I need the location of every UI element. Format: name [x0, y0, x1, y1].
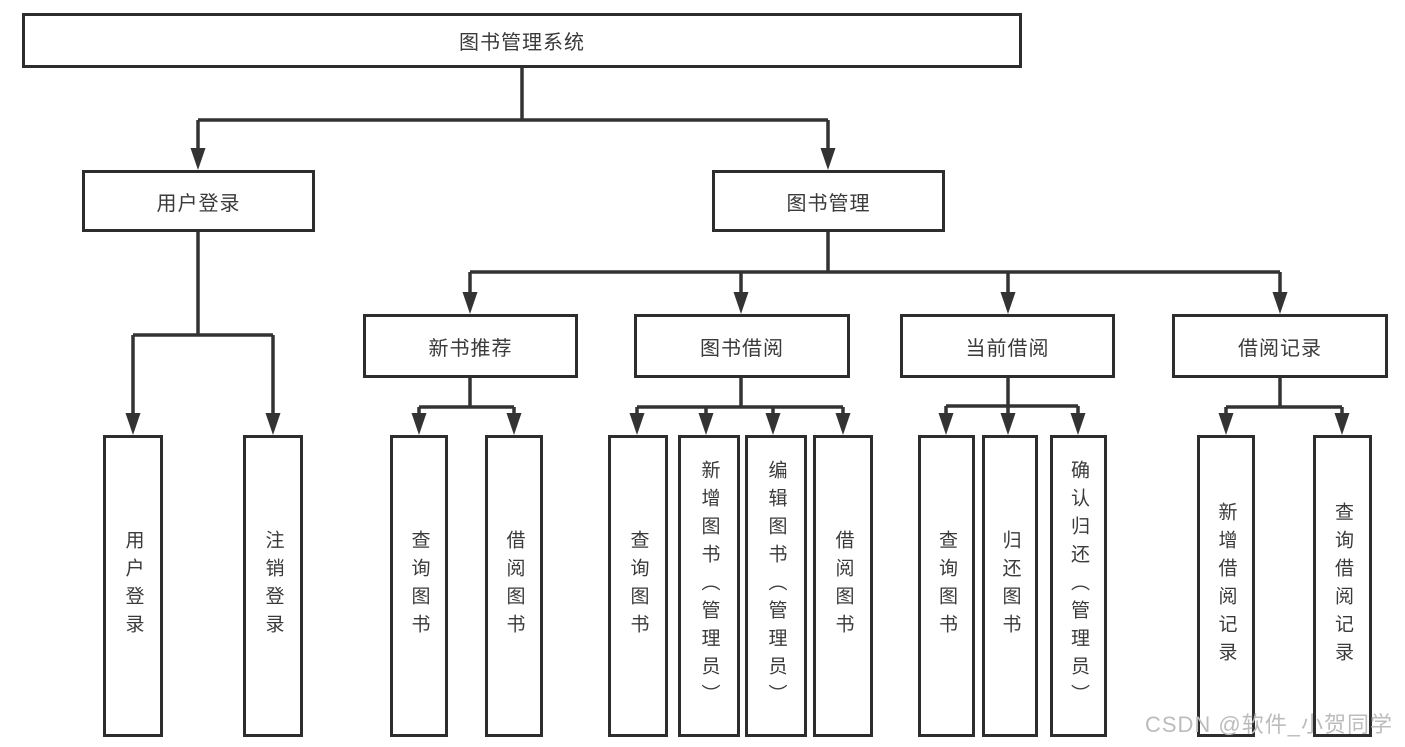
leaf-bb-borrow-books: 借阅图书 — [813, 435, 873, 737]
node-user-login: 用户登录 — [82, 170, 315, 232]
leaf-user-login: 用户登录 — [103, 435, 163, 737]
node-root-label: 图书管理系统 — [459, 32, 585, 54]
leaf-rec-query-books: 查询图书 — [390, 435, 448, 737]
leaf-br-query-record-label: 查询借阅记录 — [1332, 502, 1353, 670]
leaf-rec-query-books-label: 查询图书 — [408, 530, 430, 642]
node-current-borrowing: 当前借阅 — [900, 314, 1115, 378]
leaf-rec-borrow-books-label: 借阅图书 — [503, 530, 525, 642]
leaf-logout: 注销登录 — [243, 435, 303, 737]
leaf-br-add-record-label: 新增借阅记录 — [1215, 502, 1237, 670]
watermark: CSDN @软件_小贺同学 — [1144, 712, 1393, 737]
leaf-bb-add-books: 新增图书（管理员） — [678, 435, 740, 737]
leaf-cb-confirm-return: 确认归还（管理员） — [1050, 435, 1107, 737]
node-book-management: 图书管理 — [712, 170, 945, 232]
leaf-cb-return-books-label: 归还图书 — [999, 530, 1021, 642]
node-borrowing-records-label: 借阅记录 — [1238, 337, 1322, 360]
leaf-rec-borrow-books: 借阅图书 — [485, 435, 543, 737]
node-user-login-label: 用户登录 — [156, 192, 241, 215]
leaf-cb-query-books-label: 查询图书 — [936, 530, 957, 642]
leaf-cb-confirm-return-label: 确认归还（管理员） — [1068, 460, 1089, 712]
leaf-cb-return-books: 归还图书 — [982, 435, 1038, 737]
leaf-bb-edit-books-label: 编辑图书（管理员） — [765, 460, 787, 712]
node-borrowing-records: 借阅记录 — [1172, 314, 1388, 378]
node-book-borrowing: 图书借阅 — [634, 314, 850, 378]
node-current-borrowing-label: 当前借阅 — [965, 337, 1050, 360]
leaf-br-add-record: 新增借阅记录 — [1197, 435, 1255, 737]
leaf-bb-query-books-label: 查询图书 — [627, 530, 649, 642]
leaf-bb-add-books-label: 新增图书（管理员） — [698, 460, 720, 712]
leaf-br-query-record: 查询借阅记录 — [1313, 435, 1372, 737]
node-new-book-recommendation-label: 新书推荐 — [428, 337, 513, 360]
node-book-management-label: 图书管理 — [786, 192, 871, 215]
leaf-bb-edit-books: 编辑图书（管理员） — [745, 435, 807, 737]
node-book-borrowing-label: 图书借阅 — [700, 337, 784, 360]
leaf-bb-query-books: 查询图书 — [608, 435, 668, 737]
node-root: 图书管理系统 — [22, 13, 1022, 68]
node-new-book-recommendation: 新书推荐 — [363, 314, 578, 378]
leaf-logout-label: 注销登录 — [262, 530, 284, 642]
leaf-cb-query-books: 查询图书 — [918, 435, 975, 737]
leaf-user-login-label: 用户登录 — [122, 530, 144, 642]
leaf-bb-borrow-books-label: 借阅图书 — [832, 530, 854, 642]
